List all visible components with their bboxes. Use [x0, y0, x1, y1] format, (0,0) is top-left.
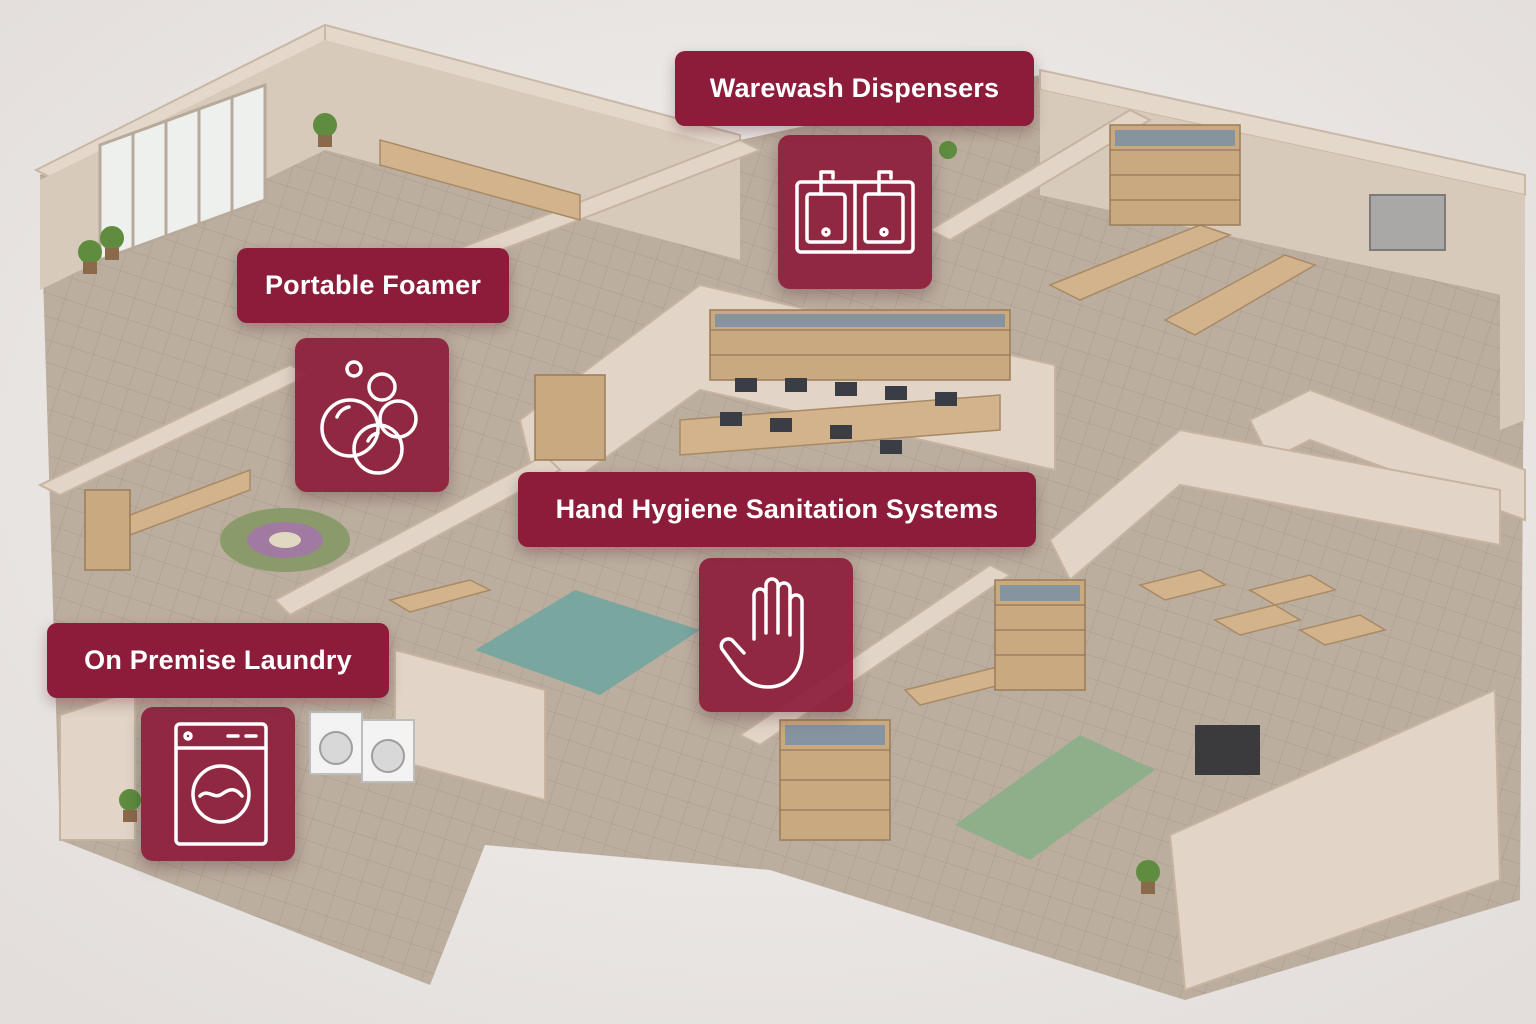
wall — [325, 40, 740, 260]
callout-label: On Premise Laundry — [84, 645, 352, 675]
icon-tile-hand-hygiene[interactable] — [699, 558, 853, 712]
wall — [273, 453, 562, 617]
rugs — [220, 508, 1155, 860]
callout-label: Hand Hygiene Sanitation Systems — [555, 494, 999, 524]
washer-dryer — [309, 711, 415, 783]
callout-warewash-dispensers[interactable]: Warewash Dispensers — [675, 51, 1034, 126]
icon-tile-warewash[interactable] — [778, 135, 932, 289]
callout-hand-hygiene[interactable]: Hand Hygiene Sanitation Systems — [518, 472, 1036, 547]
wall — [927, 108, 1153, 242]
callout-on-premise-laundry[interactable]: On Premise Laundry — [47, 623, 389, 698]
wall — [1500, 195, 1525, 430]
callout-portable-foamer[interactable]: Portable Foamer — [237, 248, 509, 323]
windows — [98, 82, 267, 263]
double-sink-icon — [795, 170, 915, 254]
washing-machine-icon — [174, 722, 268, 846]
bubbles-icon — [320, 360, 418, 475]
wall — [59, 688, 136, 841]
icon-tile-laundry[interactable] — [141, 707, 295, 861]
wall — [1168, 688, 1502, 992]
dish-machine — [1369, 194, 1446, 251]
plants — [78, 113, 1160, 884]
computers — [720, 378, 957, 454]
callout-label: Portable Foamer — [264, 270, 482, 300]
hand-icon — [719, 577, 804, 689]
printer — [1195, 725, 1260, 775]
icon-tile-foamer[interactable] — [295, 338, 449, 492]
callout-label: Warewash Dispensers — [709, 73, 1000, 103]
furniture — [129, 139, 1387, 706]
